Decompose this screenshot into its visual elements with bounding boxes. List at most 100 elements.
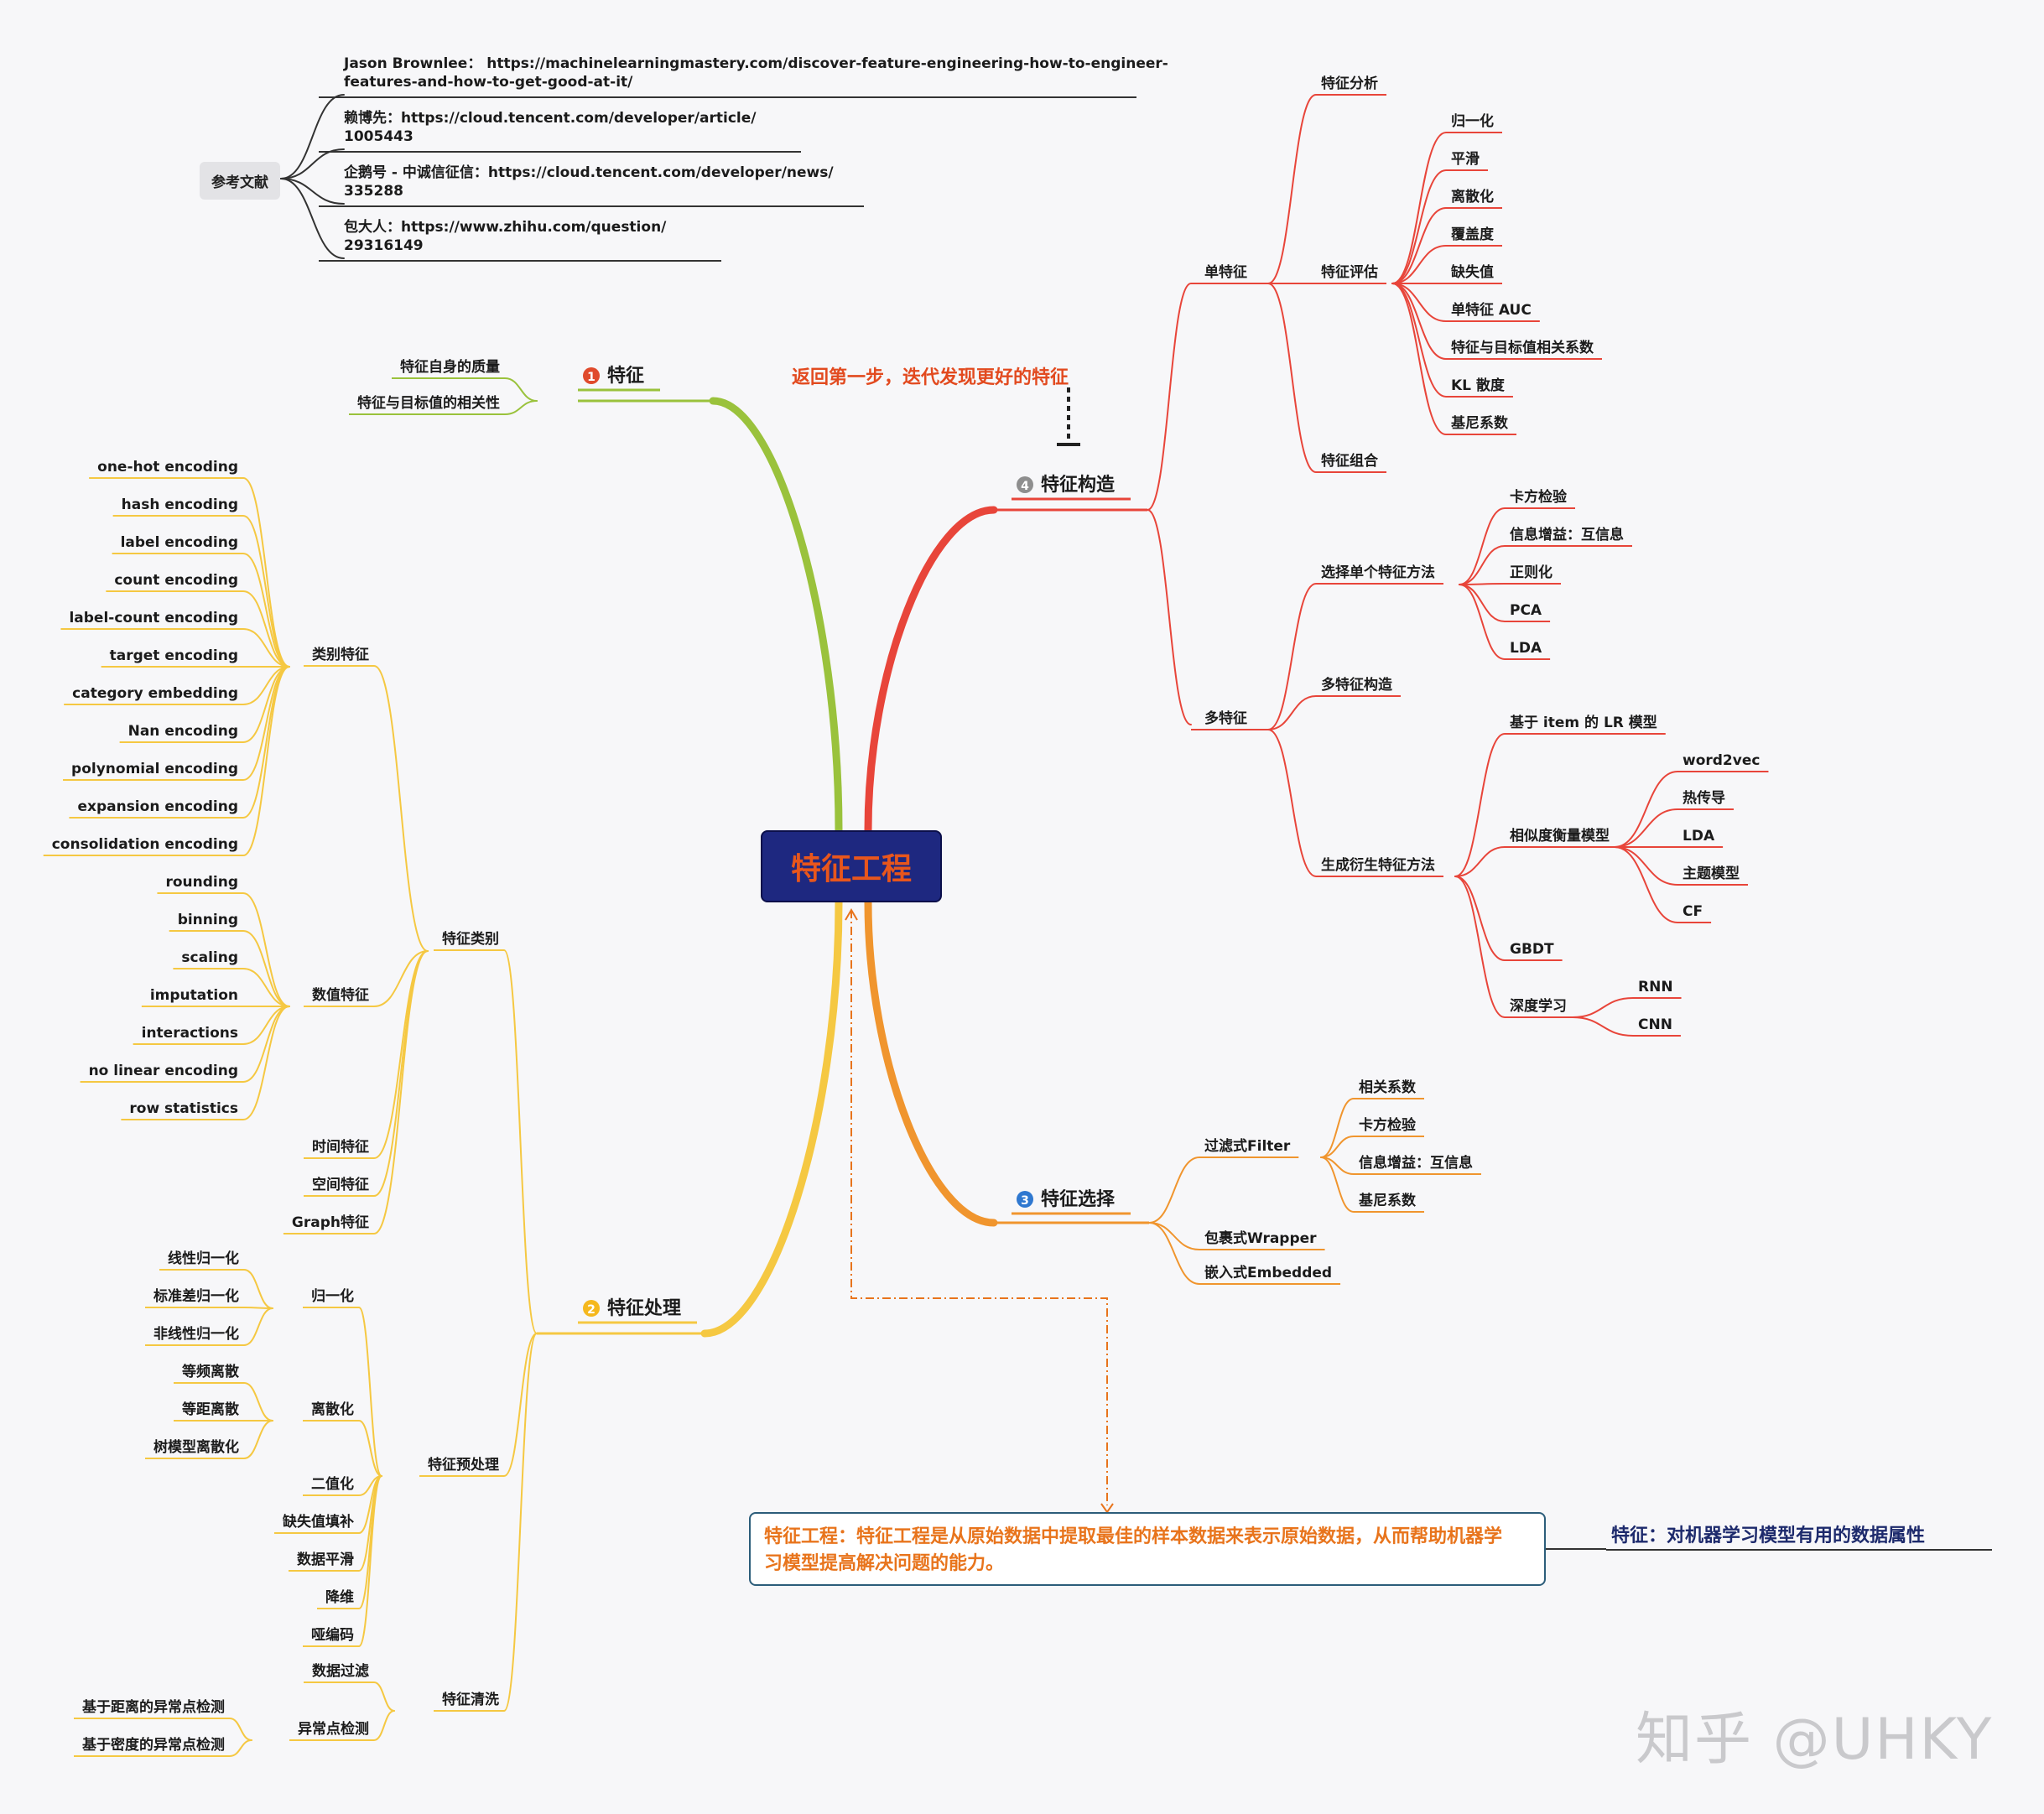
b4-select-lda[interactable]: LDA <box>1510 640 1542 657</box>
b2-特征类别[interactable]: 特征类别 <box>442 930 499 948</box>
b2-pre-数据平滑[interactable]: 数据平滑 <box>297 1551 354 1568</box>
b4-select-pca[interactable]: PCA <box>1510 602 1542 619</box>
b4-eval-单特征-auc[interactable]: 单特征 AUC <box>1451 301 1532 319</box>
b4-sim-cf[interactable]: CF <box>1683 903 1703 920</box>
b4-single-特征分析[interactable]: 特征分析 <box>1321 75 1378 92</box>
b2-num-interactions[interactable]: interactions <box>142 1025 238 1042</box>
b4-sim-connector <box>1614 846 1678 886</box>
b2-cat-count-encoding[interactable]: count encoding <box>114 572 238 589</box>
b4-select-正则化[interactable]: 正则化 <box>1510 564 1553 581</box>
b4-eval-平滑[interactable]: 平滑 <box>1451 151 1480 168</box>
branch-4-title[interactable]: 特征构造 <box>1041 474 1115 496</box>
b2-pre-归一化[interactable]: 归一化 <box>311 1287 354 1305</box>
b2-num-imputation[interactable]: imputation <box>150 987 238 1004</box>
b2-特征预处理[interactable]: 特征预处理 <box>428 1456 499 1474</box>
b2-types-数值特征[interactable]: 数值特征 <box>312 986 369 1004</box>
b4-single-label[interactable]: 单特征 <box>1204 263 1247 281</box>
b2-outlier-基于密度的异常点检测[interactable]: 基于密度的异常点检测 <box>81 1736 225 1754</box>
b4-eval-缺失值[interactable]: 缺失值 <box>1451 263 1494 281</box>
branch-1-title[interactable]: 特征 <box>607 365 644 387</box>
b3-filter-信息增益-互信息[interactable]: 信息增益：互信息 <box>1359 1154 1473 1172</box>
b1-child-特征自身的质量[interactable]: 特征自身的质量 <box>400 358 500 376</box>
b4-eval-离散化[interactable]: 离散化 <box>1451 188 1494 205</box>
b4-single-特征组合[interactable]: 特征组合 <box>1321 452 1379 470</box>
b2-types-类别特征[interactable]: 类别特征 <box>312 646 369 663</box>
b4-derive-深度学习[interactable]: 深度学习 <box>1510 997 1567 1015</box>
branch-2-title[interactable]: 特征处理 <box>607 1297 681 1319</box>
b2-cat-target-encoding[interactable]: target encoding <box>110 647 238 664</box>
b2-num-rounding[interactable]: rounding <box>165 874 238 891</box>
b3-包裹式wrapper[interactable]: 包裹式Wrapper <box>1204 1229 1317 1247</box>
b2-cat-one-hot-encoding[interactable]: one-hot encoding <box>97 459 238 476</box>
b2-pre-离散化[interactable]: 离散化 <box>311 1401 354 1418</box>
b2-cat-label-count-encoding[interactable]: label-count encoding <box>69 610 238 626</box>
b4-dl-rnn[interactable]: RNN <box>1638 979 1673 995</box>
b2-cat-hash-encoding[interactable]: hash encoding <box>122 496 238 513</box>
b2-pre-二值化[interactable]: 二值化 <box>311 1475 354 1493</box>
b4-sim-connector <box>1614 846 1678 923</box>
b2-cat-expansion-encoding[interactable]: expansion encoding <box>77 798 238 815</box>
b4-eval-基尼系数[interactable]: 基尼系数 <box>1450 414 1509 432</box>
b4-select-卡方检验[interactable]: 卡方检验 <box>1510 488 1568 506</box>
b2-norm-标准差归一化[interactable]: 标准差归一化 <box>153 1287 239 1305</box>
b4-eval-归一化[interactable]: 归一化 <box>1451 112 1494 130</box>
branch-3-number: 3 <box>1021 1194 1029 1208</box>
b2-types-时间特征[interactable]: 时间特征 <box>312 1138 369 1156</box>
b2-cat-consolidation-encoding[interactable]: consolidation encoding <box>52 836 238 853</box>
b4-derive-基于-item-的-lr-模型[interactable]: 基于 item 的 LR 模型 <box>1509 714 1657 731</box>
b2-pre-缺失值填补[interactable]: 缺失值填补 <box>283 1513 354 1531</box>
b4-sim-热传导[interactable]: 热传导 <box>1683 789 1725 807</box>
root-node[interactable]: 特征工程 <box>761 830 942 902</box>
reference-item[interactable]: 赖博先：https://cloud.tencent.com/developer/… <box>344 109 756 146</box>
b4-eval-覆盖度[interactable]: 覆盖度 <box>1451 226 1495 243</box>
b2-pre-哑编码[interactable]: 哑编码 <box>311 1626 354 1644</box>
reference-item[interactable]: 企鹅号 - 中诚信征信：https://cloud.tencent.com/de… <box>344 164 834 200</box>
b4-derive-gbdt[interactable]: GBDT <box>1510 941 1554 958</box>
b2-outlier-基于距离的异常点检测[interactable]: 基于距离的异常点检测 <box>81 1698 225 1716</box>
b2-types-空间特征[interactable]: 空间特征 <box>312 1176 369 1193</box>
branch-3-title[interactable]: 特征选择 <box>1041 1188 1116 1210</box>
b2-disc-等频离散[interactable]: 等频离散 <box>182 1363 240 1380</box>
b2-cat-nan-encoding[interactable]: Nan encoding <box>128 723 238 740</box>
references-node[interactable]: 参考文献 <box>200 162 280 200</box>
b2-pre-降维[interactable]: 降维 <box>325 1588 354 1606</box>
b3-filter-卡方检验[interactable]: 卡方检验 <box>1359 1116 1417 1134</box>
b2-disc-树模型离散化[interactable]: 树模型离散化 <box>153 1438 239 1456</box>
b4-multi-选择单个特征方法[interactable]: 选择单个特征方法 <box>1321 564 1435 581</box>
b2-cat-polynomial-encoding[interactable]: polynomial encoding <box>71 761 238 777</box>
b2-norm-线性归一化[interactable]: 线性归一化 <box>168 1250 239 1267</box>
b4-sim-word2vec[interactable]: word2vec <box>1683 752 1760 769</box>
b3-filter-相关系数[interactable]: 相关系数 <box>1359 1079 1417 1096</box>
b4-multi-生成衍生特征方法[interactable]: 生成衍生特征方法 <box>1321 856 1435 874</box>
b3-filter-connector <box>1320 1156 1355 1213</box>
b2-num-binning[interactable]: binning <box>178 912 238 928</box>
b4-derive-相似度衡量模型[interactable]: 相似度衡量模型 <box>1510 827 1610 845</box>
b4-multi-多特征构造[interactable]: 多特征构造 <box>1321 676 1393 694</box>
b4-select-信息增益-互信息[interactable]: 信息增益：互信息 <box>1510 526 1624 543</box>
b4-multi-label[interactable]: 多特征 <box>1204 709 1247 727</box>
b2-num-no-linear-encoding[interactable]: no linear encoding <box>89 1063 238 1079</box>
b4-eval-kl-散度[interactable]: KL 散度 <box>1451 377 1506 394</box>
b2-types-graph特征[interactable]: Graph特征 <box>292 1214 369 1231</box>
b4-multi-connector <box>1267 695 1317 730</box>
b2-num-scaling[interactable]: scaling <box>181 949 238 966</box>
b2-cat-label-encoding[interactable]: label encoding <box>121 534 238 551</box>
b4-dl-cnn[interactable]: CNN <box>1638 1016 1672 1033</box>
b4-sim-lda[interactable]: LDA <box>1683 828 1715 845</box>
b2-num-row-statistics[interactable]: row statistics <box>129 1100 238 1117</box>
b1-child-特征与目标值的相关性[interactable]: 特征与目标值的相关性 <box>357 394 500 412</box>
b2-clean-数据过滤[interactable]: 数据过滤 <box>312 1662 369 1680</box>
b2-disc-等距离散[interactable]: 等距离散 <box>182 1401 240 1418</box>
b4-eval-特征与目标值相关系数[interactable]: 特征与目标值相关系数 <box>1451 339 1594 356</box>
b3-过滤式filter[interactable]: 过滤式Filter <box>1204 1137 1291 1155</box>
b3-嵌入式embedded[interactable]: 嵌入式Embedded <box>1204 1264 1332 1281</box>
b3-filter-基尼系数[interactable]: 基尼系数 <box>1358 1192 1417 1209</box>
reference-item[interactable]: Jason Brownlee： https://machinelearningm… <box>344 55 1168 91</box>
b2-clean-异常点检测[interactable]: 异常点检测 <box>298 1720 369 1738</box>
reference-item[interactable]: 包大人：https://www.zhihu.com/question/29316… <box>344 218 666 255</box>
b4-sim-主题模型[interactable]: 主题模型 <box>1683 865 1740 882</box>
b2-特征清洗[interactable]: 特征清洗 <box>442 1691 499 1708</box>
b2-cat-category-embedding[interactable]: category embedding <box>72 685 238 702</box>
b2-norm-非线性归一化[interactable]: 非线性归一化 <box>153 1325 239 1343</box>
b4-single-特征评估[interactable]: 特征评估 <box>1321 263 1378 281</box>
